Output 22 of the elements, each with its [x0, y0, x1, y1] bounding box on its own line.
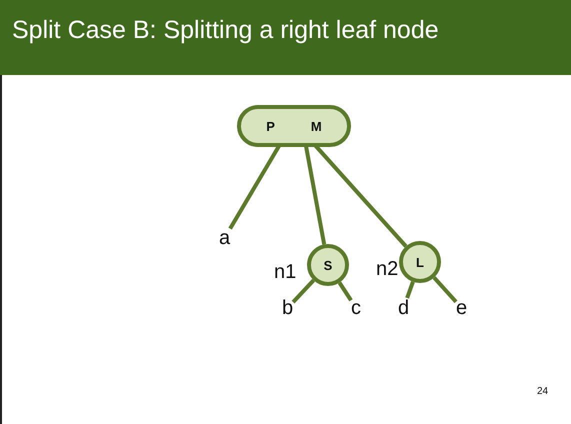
page-number: 24 [537, 386, 548, 397]
tree-edge [432, 276, 458, 304]
node-name: n1 [274, 262, 296, 282]
tree-edge [405, 281, 415, 299]
tree-edge [228, 144, 281, 230]
subtree-label: a [219, 228, 230, 248]
tree-node [237, 105, 351, 147]
node-key: M [310, 118, 322, 134]
tree-edge [292, 278, 316, 304]
node-key: S [324, 258, 332, 272]
leaf-node [307, 244, 349, 286]
slide-title: Split Case B: Splitting a right leaf node [12, 16, 439, 44]
tree-edge [338, 282, 353, 302]
node-key: L [416, 254, 424, 270]
leaf-node [399, 241, 441, 283]
subtree-label: d [398, 298, 410, 318]
tree-edge [304, 146, 326, 245]
subtree-label: c [351, 298, 361, 318]
subtree-label: e [456, 298, 468, 318]
node-name: n2 [376, 259, 398, 279]
subtree-label: b [282, 298, 294, 318]
node-key: P [266, 118, 275, 134]
